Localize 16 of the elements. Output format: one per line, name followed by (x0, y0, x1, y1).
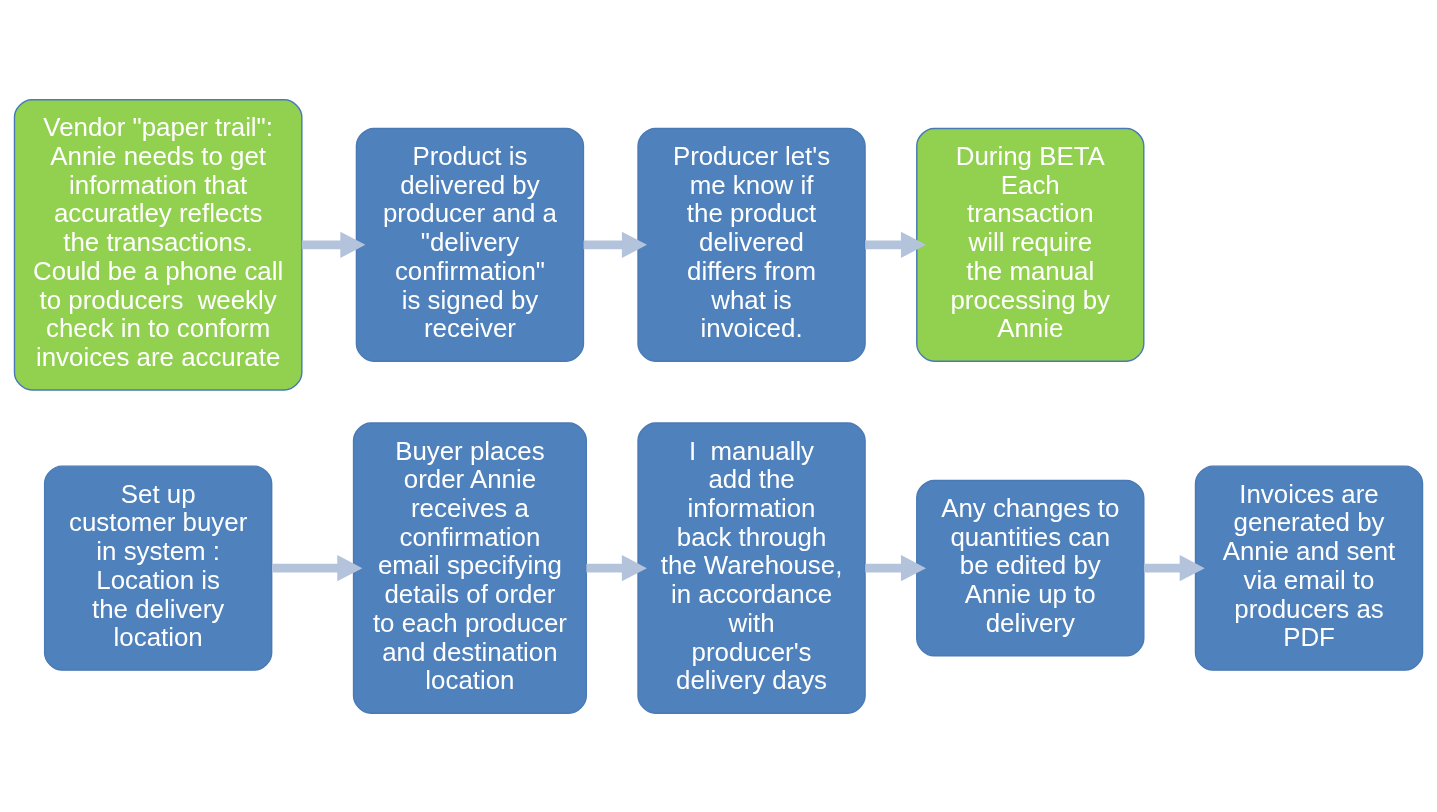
arrow (865, 554, 927, 581)
node-box: Buyer places order Annie receives a confirmation email specifying details of order to each producer and destination location (352, 421, 588, 714)
node-box: Invoices are generated by Annie and sent via email to producers as PDF (1194, 464, 1424, 671)
node-box: Any changes to quantities can be edited by Annie up to delivery (916, 479, 1145, 656)
arrow (865, 231, 927, 258)
node-box: I manually add the information back through the Warehouse, in accordance with producer's delivery days (637, 421, 866, 714)
node-box: Producer let's me know if the product delivered differs from what is invoiced. (637, 127, 866, 362)
arrow (583, 231, 647, 258)
arrow (1143, 554, 1205, 581)
arrow (301, 231, 366, 258)
node-box: Product is delivered by producer and a "delivery confirmation" is signed by receiver (355, 127, 585, 362)
arrow (272, 554, 363, 581)
node-box: Vendor "paper trail": Annie needs to get information that accuratley reflects the transactions. Could be a phone call to producers weekly check in to conform invoices are accurate (13, 98, 303, 391)
node-box: During BETA Each transaction will require the manual processing by Annie (916, 127, 1145, 362)
node-box: Set up customer buyer in system : Location is the delivery location (43, 464, 273, 671)
arrow (586, 554, 647, 581)
